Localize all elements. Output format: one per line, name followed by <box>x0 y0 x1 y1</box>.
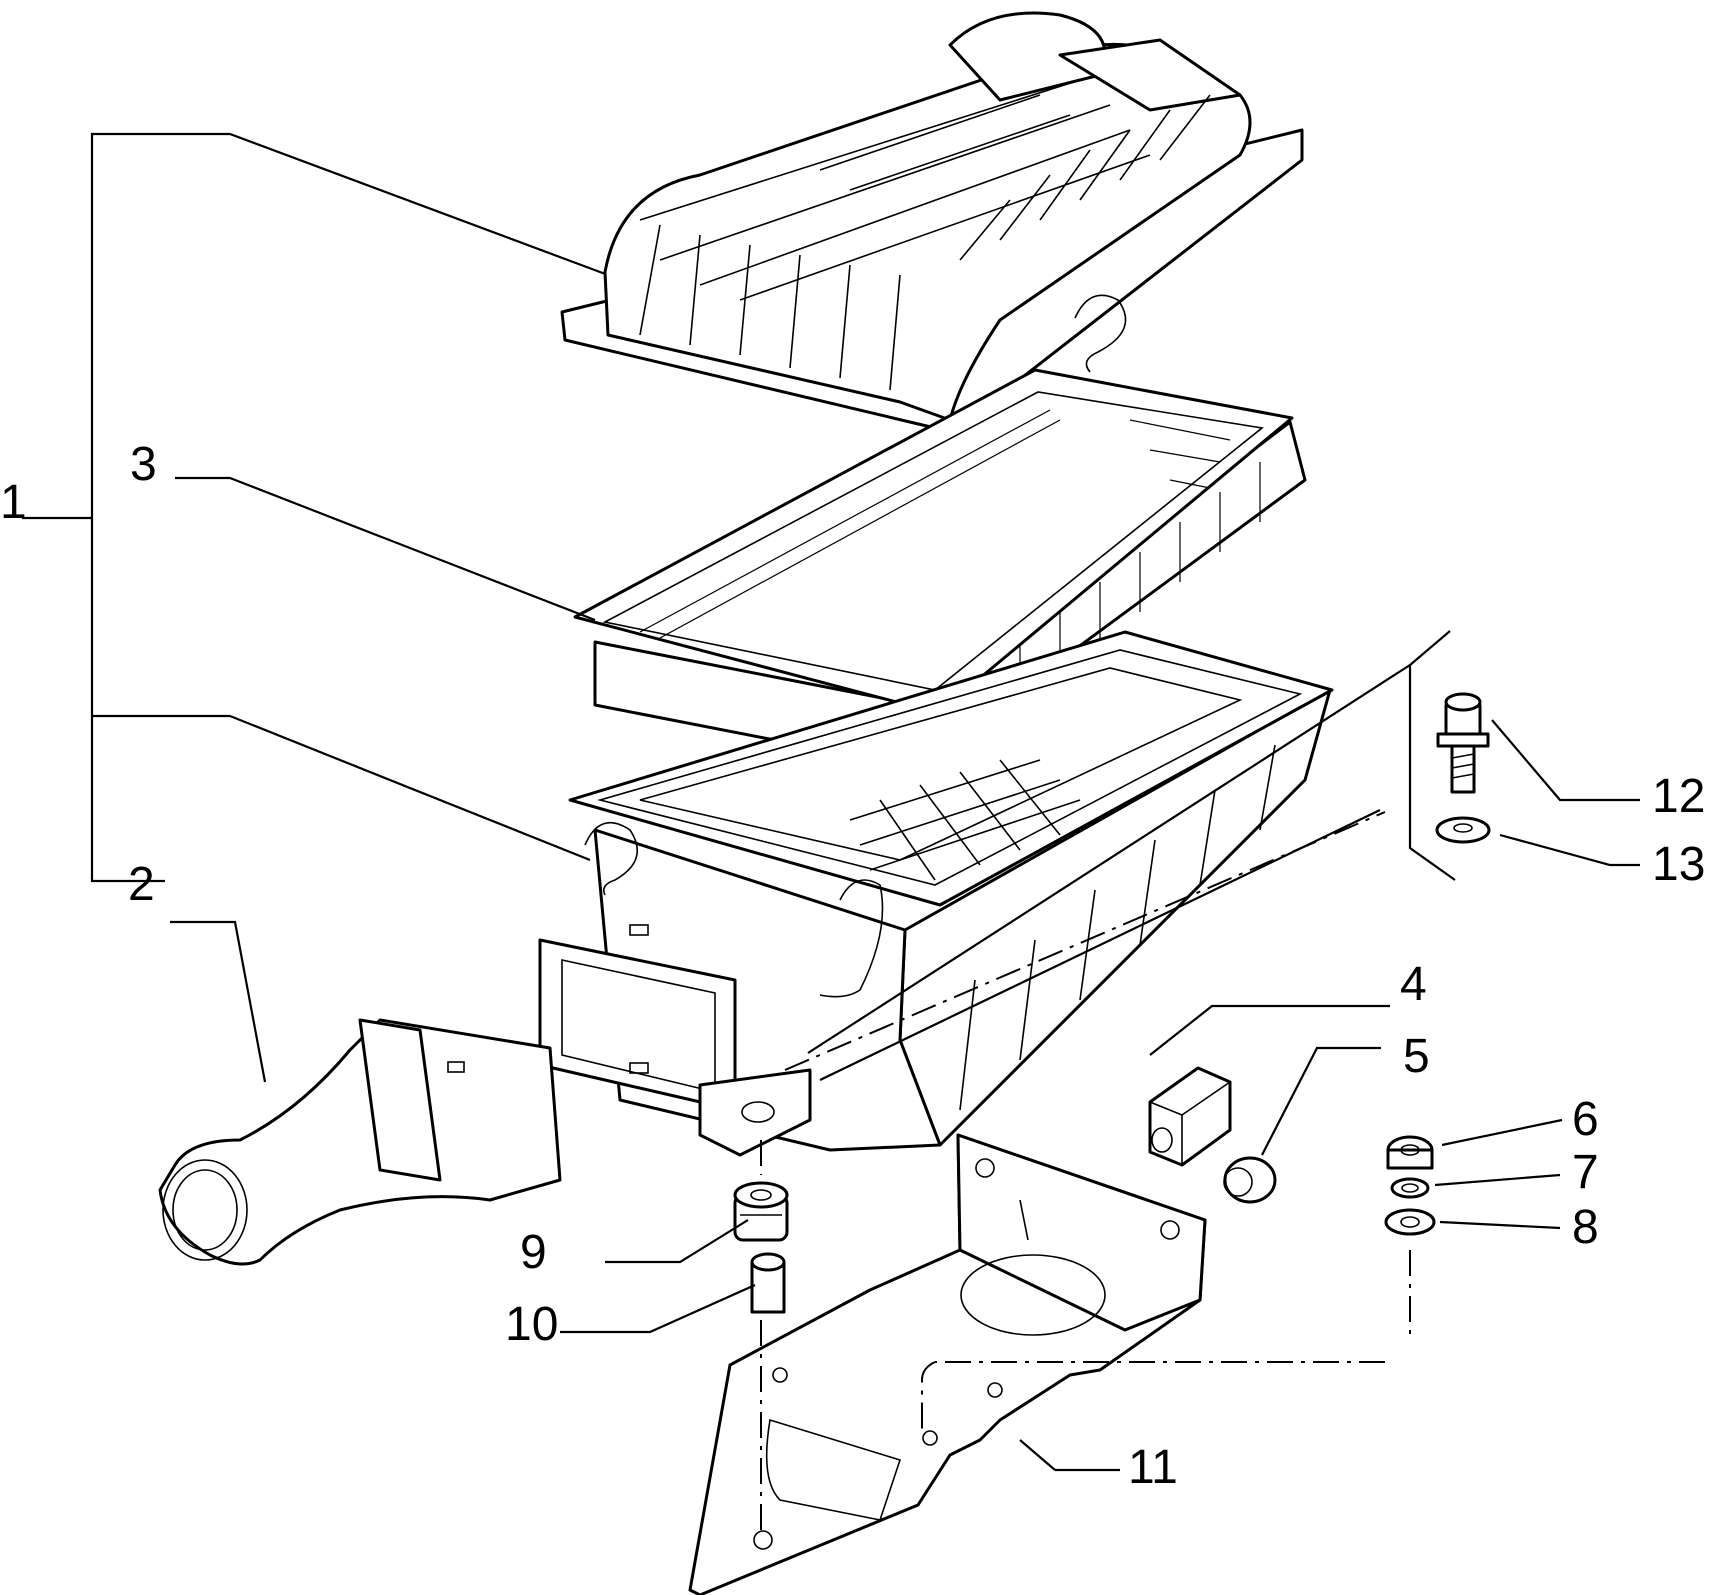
rubber-mount-part-9 <box>733 1181 789 1242</box>
spacer-part-10 <box>750 1252 786 1314</box>
washer-part-13 <box>1435 816 1491 844</box>
callout-1: 1 <box>0 476 27 529</box>
housing-ribs <box>959 744 1276 1111</box>
clamp-part-4 <box>1148 1066 1232 1167</box>
washer-part-8 <box>1384 1208 1436 1236</box>
callout-9: 9 <box>520 1226 547 1279</box>
callout-11: 11 <box>1128 1441 1178 1494</box>
air-filter-lower-housing <box>538 630 1334 1157</box>
callout-4: 4 <box>1400 958 1427 1011</box>
grommet-part-5 <box>1223 1156 1277 1204</box>
washer-part-7 <box>1390 1177 1430 1199</box>
callout-10: 10 <box>505 1298 558 1351</box>
callout-labels: 1 2 3 4 5 6 7 8 9 10 11 12 13 <box>0 438 1705 1494</box>
bolt-part-12 <box>1436 692 1490 794</box>
callout-3: 3 <box>130 438 157 491</box>
callout-12: 12 <box>1652 770 1705 823</box>
nut-part-6 <box>1386 1135 1434 1170</box>
detail-bracket-12-13 <box>807 630 1456 1081</box>
air-filter-top-cover <box>560 11 1304 434</box>
callout-8: 8 <box>1572 1201 1599 1254</box>
callout-6: 6 <box>1572 1093 1599 1146</box>
filter-top-pleats <box>639 409 1231 639</box>
leader-lines <box>170 476 1640 1472</box>
callout-5: 5 <box>1403 1030 1430 1083</box>
callout-2: 2 <box>128 858 155 911</box>
assembly-bracket <box>22 132 609 883</box>
mounting-bracket <box>688 1133 1207 1595</box>
callout-13: 13 <box>1652 838 1705 891</box>
intake-duct <box>158 1018 562 1266</box>
cover-ribs <box>639 79 1211 391</box>
callout-7: 7 <box>1572 1146 1599 1199</box>
housing-grid <box>849 759 1081 881</box>
assembly-axes <box>760 811 1411 1530</box>
